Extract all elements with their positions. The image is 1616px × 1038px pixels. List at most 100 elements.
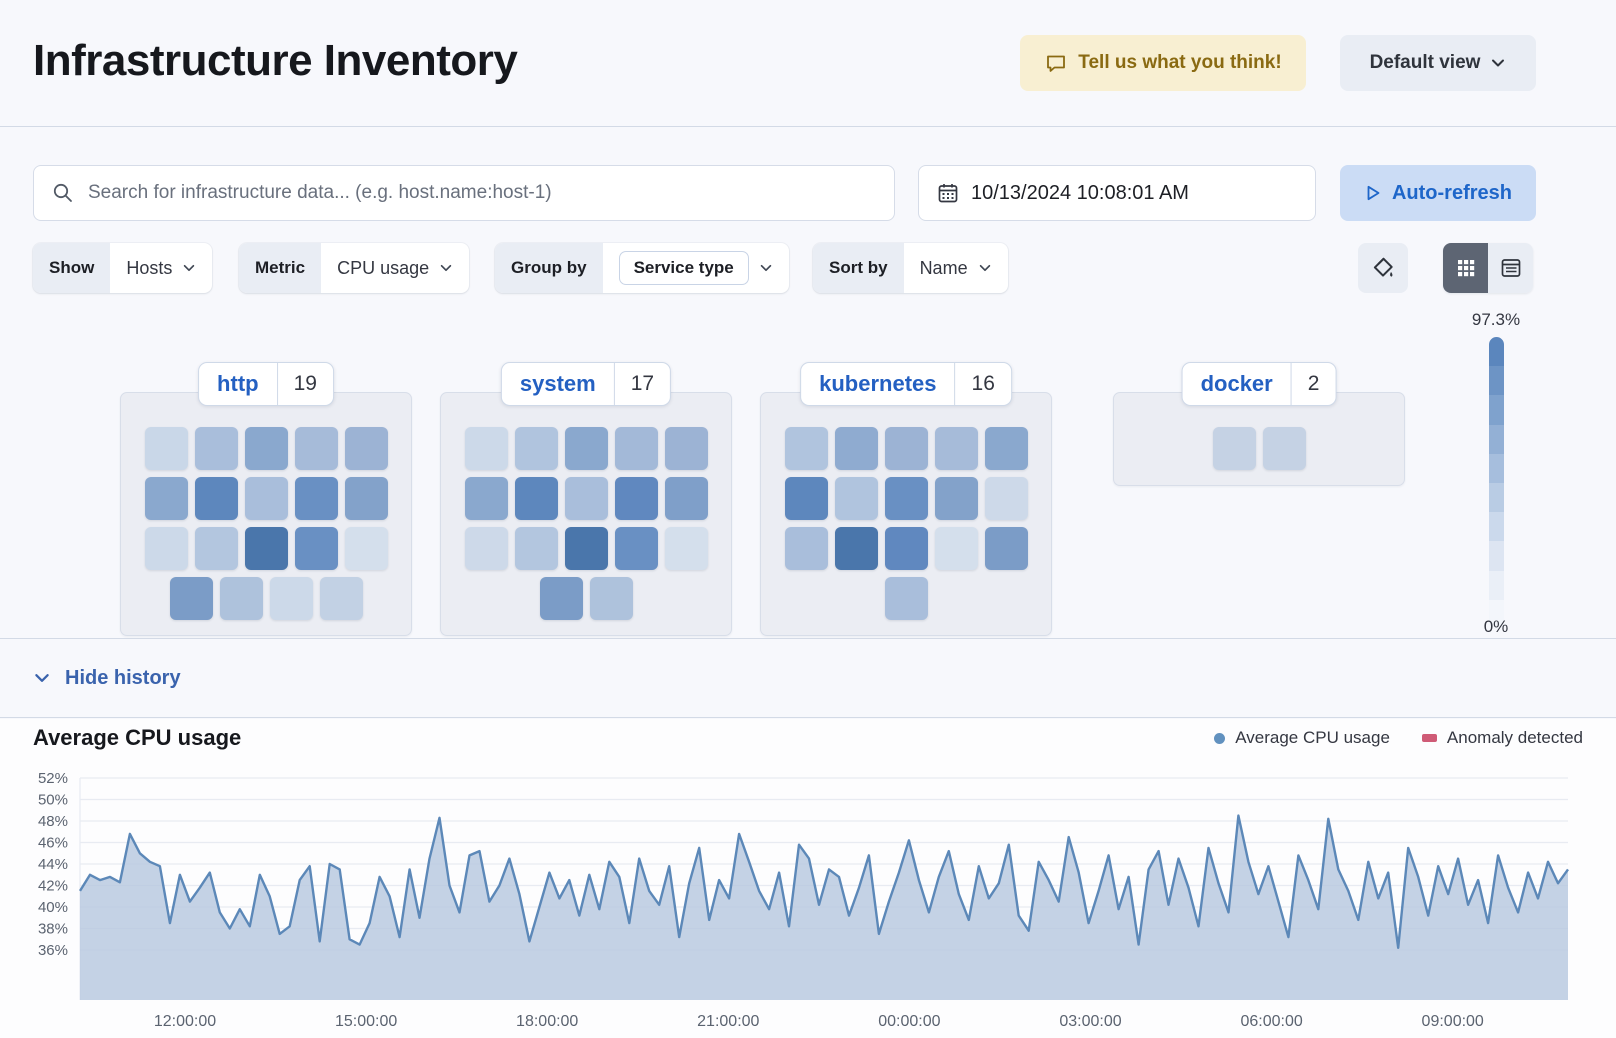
host-node[interactable]	[984, 477, 1028, 520]
host-node[interactable]	[244, 427, 288, 470]
badge-divider	[613, 363, 615, 405]
host-node[interactable]	[564, 477, 608, 520]
host-node[interactable]	[934, 527, 978, 570]
auto-refresh-button[interactable]: Auto-refresh	[1340, 165, 1536, 221]
host-node[interactable]	[614, 477, 658, 520]
group-by-filter-dropdown[interactable]: Service type	[603, 243, 789, 293]
feedback-button[interactable]: Tell us what you think!	[1020, 35, 1306, 91]
group-by-selected-pill[interactable]: Service type	[618, 251, 749, 285]
cpu-area-fill	[80, 815, 1568, 1000]
host-node[interactable]	[464, 427, 508, 470]
hide-history-label: Hide history	[65, 666, 181, 689]
host-node[interactable]	[514, 427, 558, 470]
host-node[interactable]	[934, 427, 978, 470]
chart-legend: Average CPU usage Anomaly detected	[1214, 728, 1583, 748]
group-badge-kubernetes[interactable]: kubernetes 16	[800, 362, 1012, 406]
host-node[interactable]	[294, 477, 338, 520]
metric-filter-label: Metric	[239, 243, 322, 293]
search-bar[interactable]	[33, 165, 895, 221]
show-filter-dropdown[interactable]: Hosts	[110, 243, 212, 293]
search-input[interactable]	[88, 182, 876, 204]
host-node[interactable]	[319, 577, 363, 620]
group-name[interactable]: kubernetes	[819, 371, 937, 396]
host-node[interactable]	[514, 527, 558, 570]
play-icon	[1367, 185, 1380, 201]
host-node[interactable]	[144, 527, 188, 570]
group-name[interactable]: http	[217, 371, 259, 396]
host-node[interactable]	[464, 477, 508, 520]
host-node[interactable]	[344, 527, 388, 570]
host-node[interactable]	[564, 527, 608, 570]
host-node[interactable]	[539, 577, 583, 620]
host-node[interactable]	[784, 427, 828, 470]
host-node[interactable]	[344, 477, 388, 520]
host-node[interactable]	[1212, 427, 1256, 470]
host-node[interactable]	[464, 527, 508, 570]
legend-item[interactable]: Anomaly detected	[1421, 728, 1583, 748]
host-node[interactable]	[194, 427, 238, 470]
host-node[interactable]	[244, 477, 288, 520]
group-count: 2	[1307, 372, 1320, 395]
host-node[interactable]	[169, 577, 213, 620]
y-tick-label: 44%	[38, 856, 68, 873]
host-node[interactable]	[784, 477, 828, 520]
hide-history-toggle[interactable]: Hide history	[33, 667, 181, 690]
legend-options-button[interactable]	[1358, 243, 1408, 293]
host-node[interactable]	[194, 527, 238, 570]
host-node[interactable]	[984, 527, 1028, 570]
host-node[interactable]	[344, 427, 388, 470]
host-node[interactable]	[664, 427, 708, 470]
group-name[interactable]: system	[519, 371, 596, 396]
host-node[interactable]	[219, 577, 263, 620]
chart-title: Average CPU usage	[33, 725, 242, 750]
host-node[interactable]	[884, 577, 928, 620]
group-name[interactable]: docker	[1200, 371, 1273, 396]
host-node[interactable]	[294, 427, 338, 470]
host-node[interactable]	[244, 527, 288, 570]
host-node[interactable]	[884, 527, 928, 570]
host-node[interactable]	[664, 527, 708, 570]
y-tick-label: 48%	[38, 813, 68, 830]
legend-item[interactable]: Average CPU usage	[1214, 728, 1390, 748]
legend-label: Average CPU usage	[1235, 728, 1390, 747]
sort-by-filter-value: Name	[919, 257, 968, 278]
date-picker-button[interactable]: 10/13/2024 10:08:01 AM	[918, 165, 1316, 221]
host-node[interactable]	[589, 577, 633, 620]
host-node[interactable]	[834, 427, 878, 470]
group-count: 19	[293, 372, 317, 395]
host-node[interactable]	[294, 527, 338, 570]
host-node[interactable]	[144, 477, 188, 520]
y-tick-label: 42%	[38, 878, 68, 895]
host-node[interactable]	[934, 477, 978, 520]
host-node[interactable]	[144, 427, 188, 470]
host-node[interactable]	[564, 427, 608, 470]
group-badge-http[interactable]: http 19	[198, 362, 334, 406]
y-tick-label: 40%	[38, 899, 68, 916]
host-node[interactable]	[614, 427, 658, 470]
host-node[interactable]	[194, 477, 238, 520]
group-count: 16	[971, 372, 995, 395]
host-node[interactable]	[1262, 427, 1306, 470]
table-view-button[interactable]	[1488, 243, 1533, 293]
metric-filter-dropdown[interactable]: CPU usage	[321, 243, 469, 293]
sort-by-filter-dropdown[interactable]: Name	[904, 243, 1008, 293]
host-node[interactable]	[514, 477, 558, 520]
host-node[interactable]	[269, 577, 313, 620]
host-node[interactable]	[834, 477, 878, 520]
host-node[interactable]	[784, 527, 828, 570]
group-badge-docker[interactable]: docker 2	[1181, 362, 1337, 406]
grid-view-button[interactable]	[1443, 243, 1488, 293]
group-by-filter-label: Group by	[495, 243, 603, 293]
saved-view-selector[interactable]: Default view	[1340, 35, 1536, 91]
host-node[interactable]	[834, 527, 878, 570]
host-node[interactable]	[614, 527, 658, 570]
scale-step	[1489, 512, 1504, 542]
host-node[interactable]	[884, 477, 928, 520]
host-node[interactable]	[664, 477, 708, 520]
history-toggle-row: Hide history	[0, 638, 1616, 718]
host-node[interactable]	[884, 427, 928, 470]
chevron-down-icon	[35, 674, 49, 682]
host-node[interactable]	[984, 427, 1028, 470]
